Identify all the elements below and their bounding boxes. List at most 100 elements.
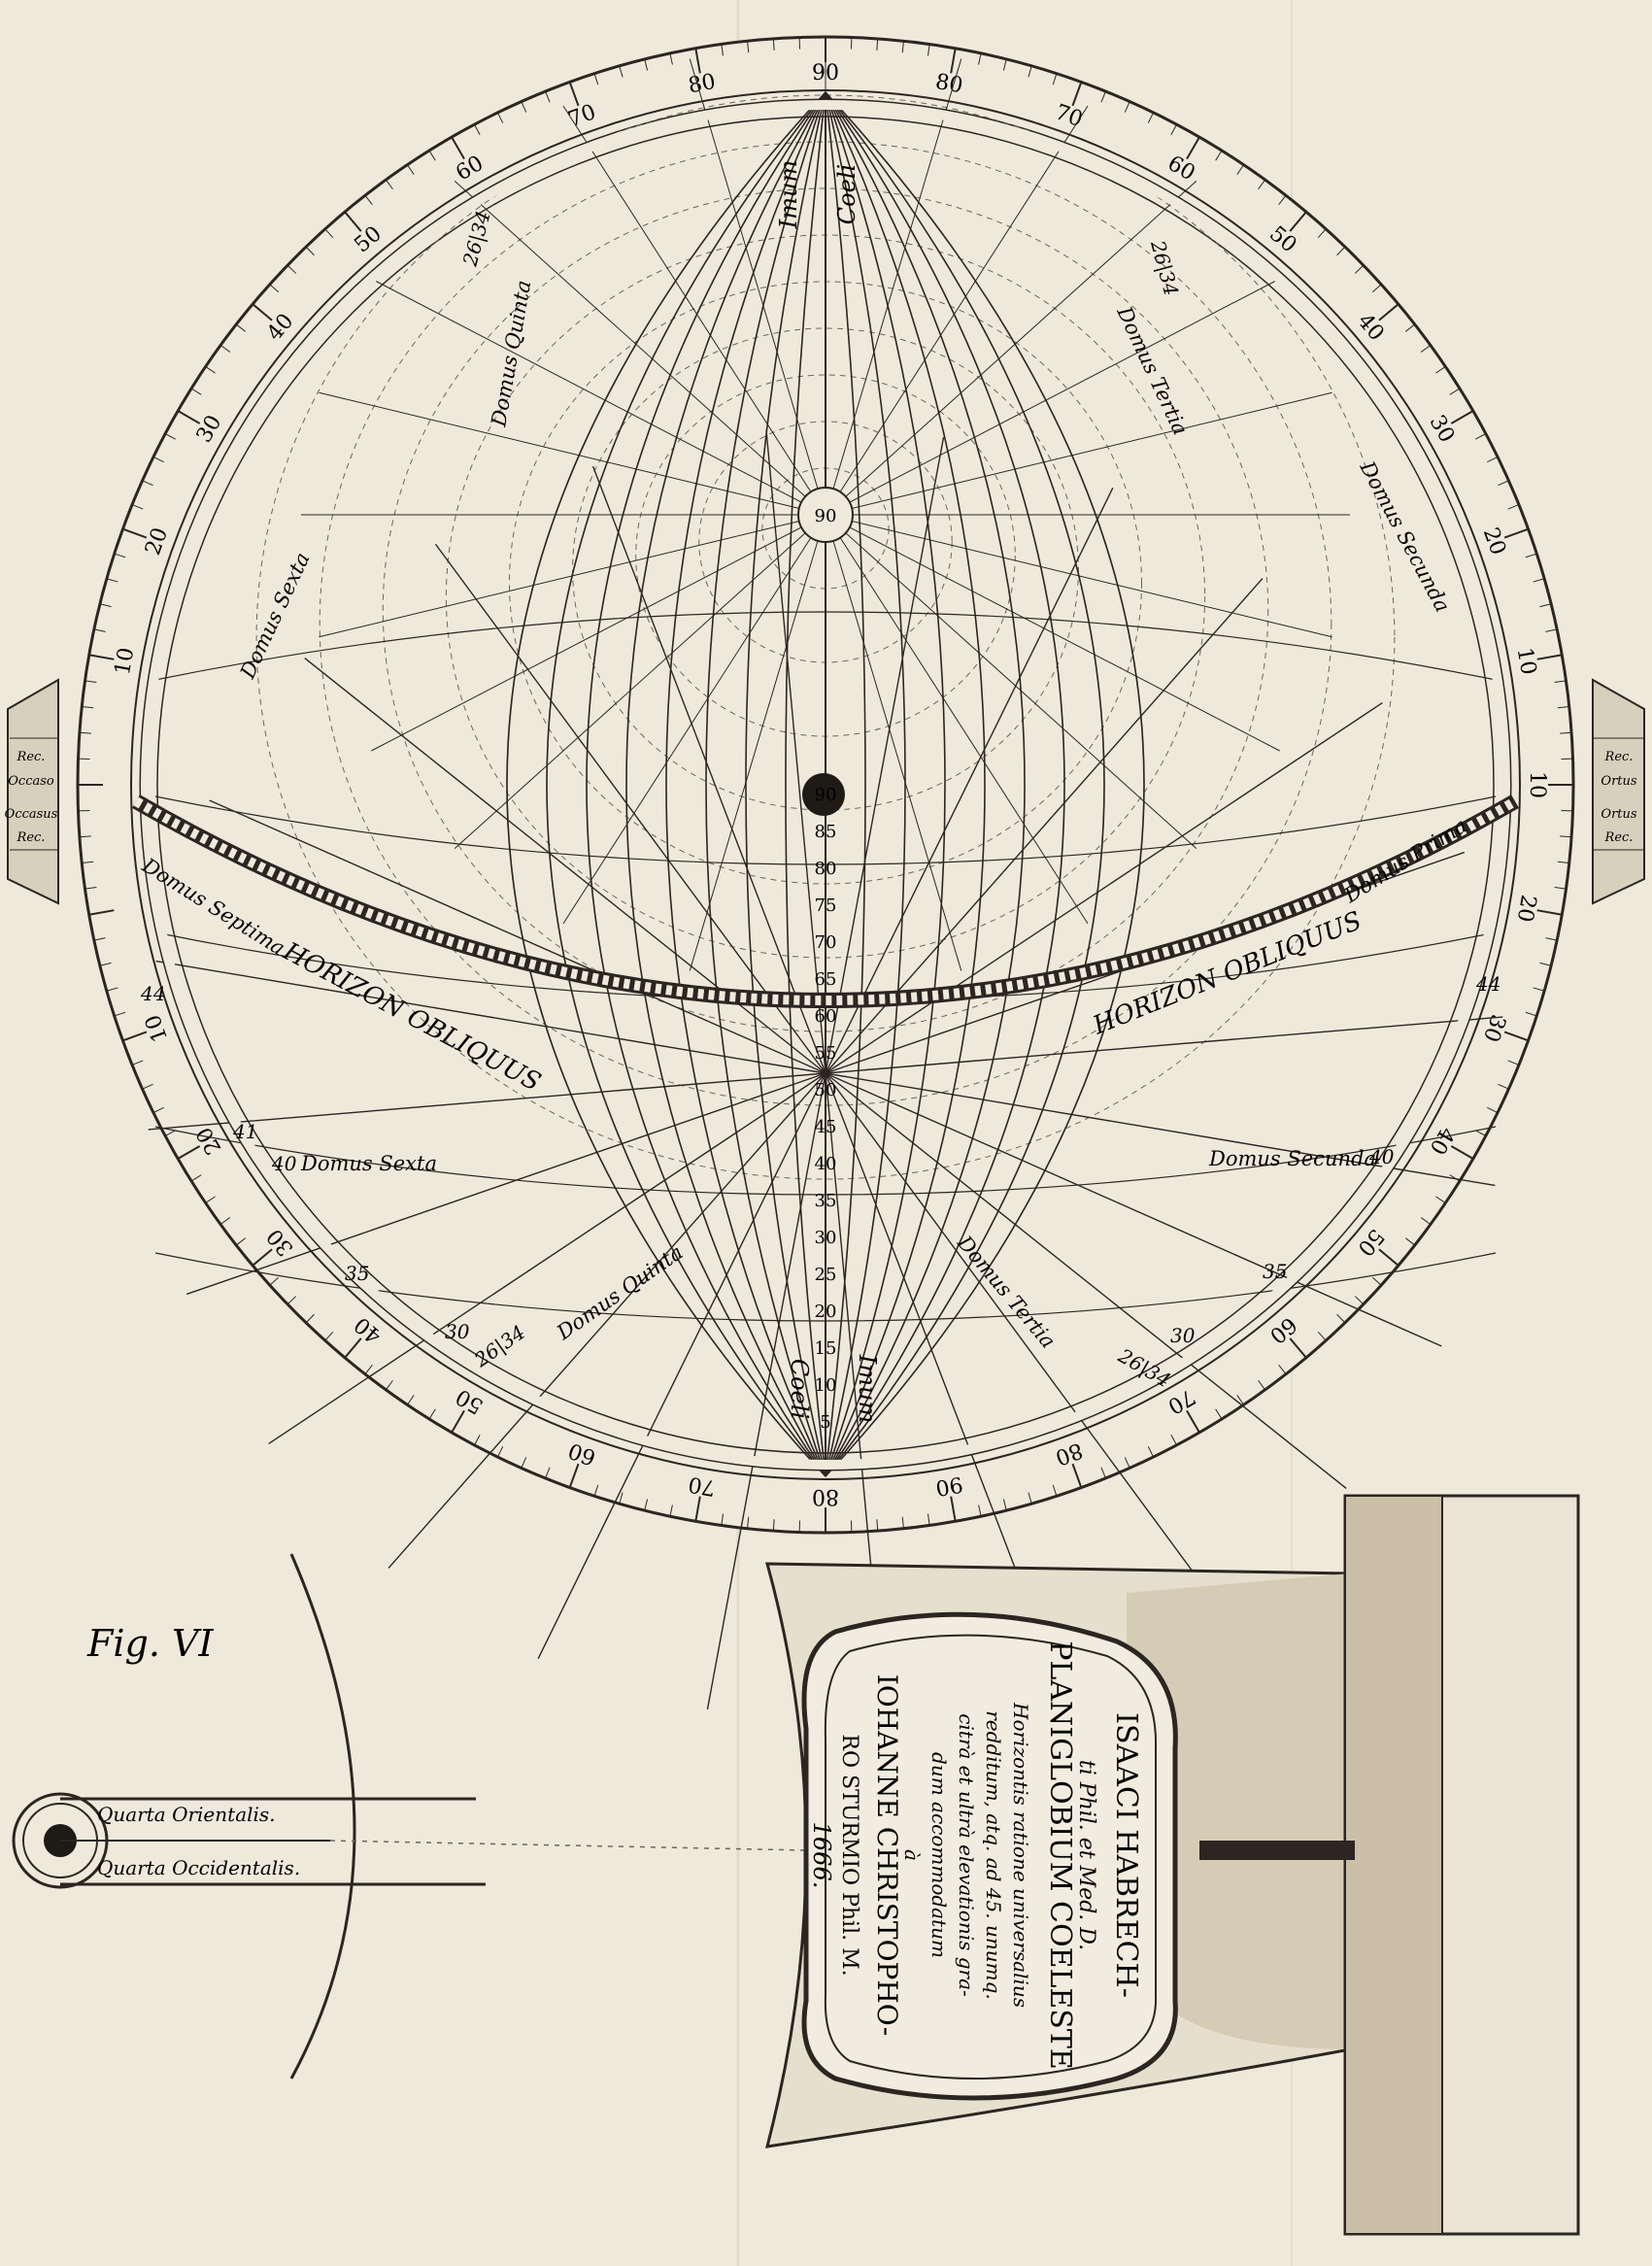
house-line	[825, 1016, 1503, 1074]
degree-scale-label: 70	[687, 1471, 718, 1500]
degree-tick	[106, 578, 118, 583]
degree-tick	[1186, 136, 1200, 160]
fig-vi-diagram: Fig. VI Quarta Orientalis. Quarta Occide…	[12, 1553, 807, 2080]
degree-tick	[164, 1130, 176, 1136]
degree-tick	[950, 1496, 957, 1522]
degree-tick	[721, 1513, 725, 1526]
degree-tick	[1557, 706, 1569, 709]
cartouche-line: IOHANNE CHRISTOPHO-	[871, 1674, 903, 2037]
meridian-scale-number: 5	[820, 1412, 830, 1433]
right-number-30: 30	[1170, 1324, 1196, 1347]
degree-tick	[1071, 82, 1083, 107]
meridian-scale-number: 65	[815, 969, 837, 990]
degree-tick	[950, 48, 957, 74]
degree-tick	[1525, 553, 1537, 558]
grid-meridian-arc	[546, 91, 826, 1477]
meridian-scale-number: 25	[815, 1265, 837, 1285]
degree-tick	[1147, 112, 1154, 123]
domus-sexta-bottom-label: Domus Sexta	[300, 1152, 437, 1175]
degree-tick	[305, 1313, 315, 1324]
cartouche	[801, 1611, 1178, 2101]
degree-tick	[219, 1217, 231, 1225]
degree-tick	[84, 680, 97, 684]
degree-tick	[1289, 1337, 1307, 1359]
meridian-scale-number: 35	[815, 1191, 837, 1211]
degree-tick	[1498, 480, 1509, 487]
degree-tick	[1525, 1011, 1537, 1017]
house-line	[148, 1072, 826, 1131]
degree-tick	[287, 1296, 297, 1305]
degree-tick	[1100, 90, 1106, 103]
degree-tick	[1336, 246, 1346, 256]
pole-radial-line	[562, 105, 826, 516]
degree-tick	[1371, 1276, 1382, 1286]
left-number-40: 40	[271, 1152, 297, 1175]
degree-tick	[1533, 987, 1545, 992]
degree-tick	[142, 1083, 153, 1090]
degree-tick	[205, 1196, 216, 1203]
grid-meridian-arc	[586, 91, 826, 1477]
degree-tick	[1258, 1379, 1265, 1391]
degree-scale-label: 90	[933, 1471, 964, 1500]
meridian-scale-number: 10	[815, 1375, 837, 1396]
top-coeli-label: Coeli	[833, 164, 860, 224]
pole-radial-line	[825, 514, 1280, 752]
degree-scale-label: 10	[1525, 771, 1549, 798]
grid-meridian-arc	[785, 91, 826, 1477]
house-line	[825, 1072, 1347, 1490]
degree-tick	[1435, 1196, 1446, 1203]
degree-tick	[593, 1484, 599, 1497]
house-line	[706, 1072, 826, 1710]
degree-tick	[1405, 1237, 1416, 1246]
right-handle-label-1: Rec.	[1604, 750, 1634, 764]
degree-tick	[1554, 886, 1567, 890]
degree-tick	[1289, 211, 1307, 232]
degree-tick	[1554, 680, 1567, 684]
degree-tick	[927, 1513, 930, 1526]
degree-tick	[1354, 1296, 1365, 1305]
gnomon-pedestal: ISAACI HABRECH-ti Phil. et Med. D.PLANIG…	[764, 1494, 1580, 2236]
house-line	[591, 465, 826, 1074]
degree-tick	[1450, 1145, 1474, 1160]
degree-tick	[386, 179, 393, 190]
right-number-35: 35	[1263, 1260, 1287, 1283]
house-line	[765, 429, 826, 1074]
degree-tick	[99, 603, 112, 608]
degree-tick	[177, 410, 201, 424]
degree-tick	[669, 52, 673, 65]
degree-scale-label: 10	[111, 646, 139, 677]
degree-tick	[1317, 228, 1327, 239]
degree-tick	[619, 65, 624, 78]
center-dot	[802, 773, 845, 816]
cartouche-line: RO STURMIO Phil. M.	[837, 1734, 861, 1976]
degree-tick	[1503, 1031, 1529, 1042]
bottom-coeli-label: Coeli	[786, 1359, 813, 1419]
left-handle-label-2: Occaso	[8, 774, 54, 789]
degree-tick	[497, 112, 504, 123]
pole-radial-line	[454, 180, 826, 516]
degree-tick	[619, 1492, 624, 1505]
grid-parallel-arc	[154, 611, 1497, 681]
degree-tick	[593, 73, 599, 85]
degree-tick	[1545, 937, 1558, 941]
degree-tick	[694, 1496, 701, 1522]
grid-meridian-arc	[825, 91, 1065, 1477]
meridian-scale-number: 20	[815, 1302, 837, 1322]
degree-tick	[364, 194, 373, 205]
pole-label: 90	[815, 506, 837, 526]
degree-tick	[1487, 457, 1499, 463]
pedestal-side	[1344, 1495, 1443, 2235]
pole-radial-line	[825, 514, 962, 971]
degree-tick	[1475, 433, 1487, 440]
grid-clip-ring	[141, 100, 1510, 1470]
pole-radial-line	[825, 105, 1089, 516]
cartouche-line: 1666.	[808, 1822, 835, 1889]
grid-meridian-arc	[506, 91, 826, 1477]
degree-tick	[219, 345, 231, 353]
left-number-44: 44	[140, 982, 165, 1005]
degree-tick	[122, 527, 148, 539]
degree-tick	[644, 58, 649, 71]
degree-tick	[287, 264, 297, 274]
left-handle-label-4: Rec.	[17, 830, 46, 845]
degree-tick	[364, 1365, 373, 1375]
